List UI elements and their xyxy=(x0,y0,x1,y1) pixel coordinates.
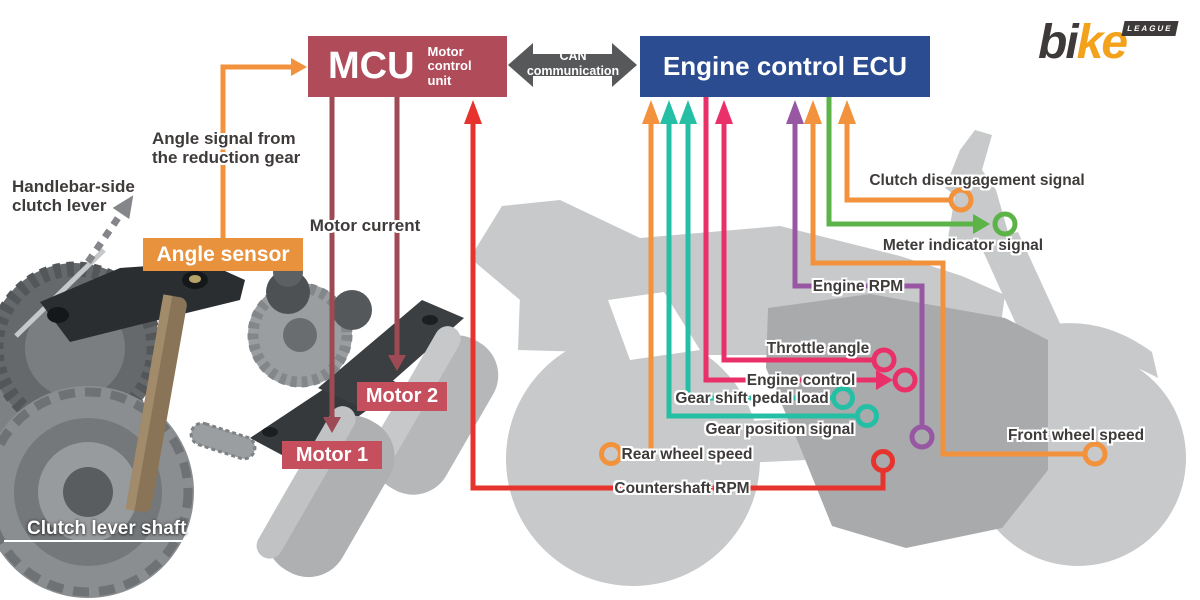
gear-shift-pedal-load-label: Gear shift pedal load xyxy=(675,390,829,407)
signal-line-engine-control xyxy=(703,97,918,393)
mcu-subtitle: Motor control unit xyxy=(427,44,472,88)
engine-control-ecu-box: Engine control ECU xyxy=(640,36,930,97)
pinion-b xyxy=(332,290,372,330)
rear-wheel-speed-label: Rear wheel speed xyxy=(621,446,753,463)
handlebar-clutch-lever-label: Handlebar-side clutch lever xyxy=(12,177,135,216)
meter-indicator-signal-label: Meter indicator signal xyxy=(882,237,1044,254)
signal-line-clutch-disengagement xyxy=(838,100,974,213)
signal-line-countershaft-rpm xyxy=(464,100,895,491)
motor-current-lines xyxy=(323,97,406,433)
panel-gap xyxy=(608,292,700,360)
swingarm xyxy=(632,418,806,468)
front-wheel-speed-label: Front wheel speed xyxy=(1007,427,1145,444)
logo-wordmark: bike xyxy=(1038,16,1128,69)
lever-rod xyxy=(14,248,106,338)
engine-control-label: Engine control xyxy=(746,372,856,389)
clutch-lever-shaft-label: Clutch lever shaft xyxy=(27,518,187,539)
countershaft-rpm-label: Countershaft RPM xyxy=(614,480,750,497)
throttle-angle-label: Throttle angle xyxy=(766,340,870,357)
angle-signal-label: Angle signal from the reduction gear xyxy=(152,129,301,168)
motor2-box: Motor 2 xyxy=(357,382,447,411)
motor2-bracket xyxy=(318,300,464,408)
angle-sensor-box: Angle sensor xyxy=(143,238,303,271)
handlebar-pointer-arrow xyxy=(85,195,134,264)
signal-line-engine-rpm xyxy=(786,100,935,450)
signal-line-gear-shift-pedal-load xyxy=(679,100,855,410)
clutch-lever-shaft-leader xyxy=(4,516,209,542)
clutch-actuator-photo xyxy=(0,248,499,598)
clutch-drum-ribs xyxy=(0,387,193,597)
motor-current-label: Motor current xyxy=(309,216,421,235)
clutch-drum-hub xyxy=(63,467,113,517)
mcu-box: MCU Motor control unit xyxy=(308,36,507,97)
bracket-hole xyxy=(422,315,438,325)
mcu-title: MCU xyxy=(328,45,415,87)
signal-line-meter-indicator xyxy=(826,97,1018,237)
logo-league-badge-text: LEAGUE xyxy=(1126,24,1174,33)
arm-bushing xyxy=(47,307,69,323)
signal-lines xyxy=(220,58,1108,491)
signal-line-front-wheel-speed xyxy=(804,100,1108,467)
logo-text-accent: ke xyxy=(1076,16,1128,69)
logo-league-badge: LEAGUE xyxy=(1121,21,1179,36)
gear-medium-hub xyxy=(283,318,317,352)
motor1-box: Motor 1 xyxy=(282,441,382,469)
spring xyxy=(189,421,257,461)
engine-rpm-label: Engine RPM xyxy=(812,278,904,295)
signal-line-gear-position-signal xyxy=(660,100,879,428)
signal-line-rear-wheel-speed xyxy=(599,100,660,466)
signal-line-throttle-angle xyxy=(715,100,897,373)
gear-position-signal-label: Gear position signal xyxy=(705,421,855,438)
bike-league-logo: bike LEAGUE xyxy=(1038,14,1188,72)
clutch-disengagement-signal-label: Clutch disengagement signal xyxy=(869,172,1085,189)
clutch-lever-shaft-rod xyxy=(125,294,187,513)
handlebar-mirror xyxy=(945,130,1008,250)
angle-sensor-line xyxy=(220,58,307,238)
bracket-hole xyxy=(262,427,278,437)
can-communication-label: CAN communication xyxy=(526,49,620,78)
arm-bushing-brass xyxy=(189,275,201,283)
logo-text-dark: bi xyxy=(1038,16,1079,69)
can-arrow-shape xyxy=(508,43,637,87)
